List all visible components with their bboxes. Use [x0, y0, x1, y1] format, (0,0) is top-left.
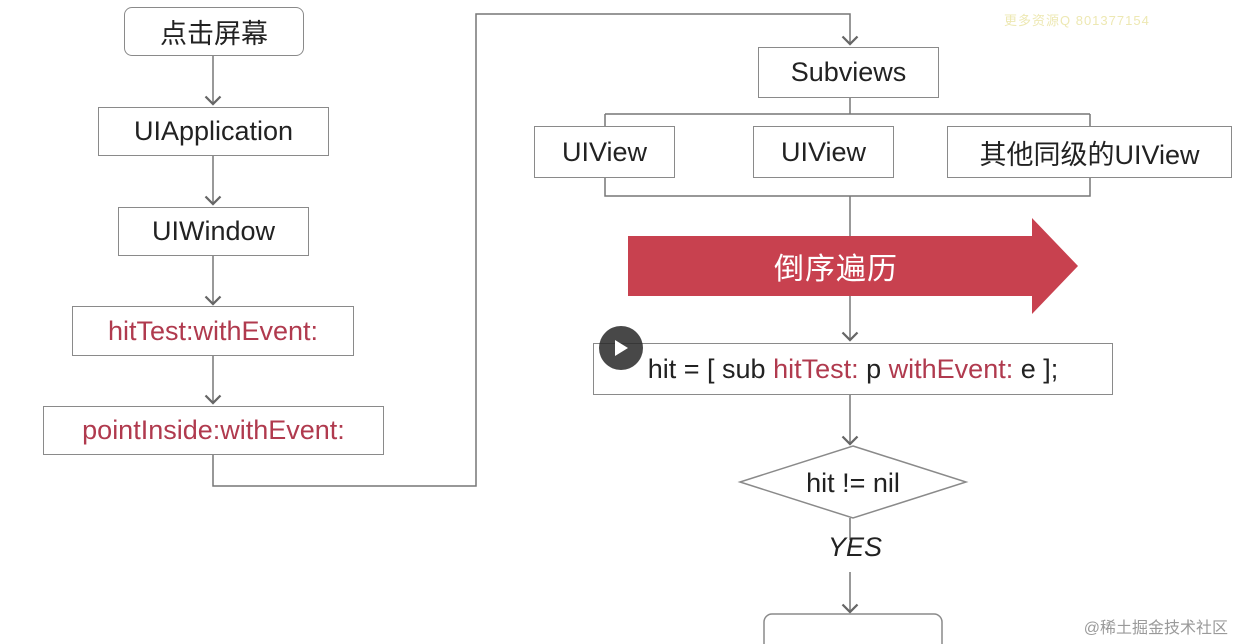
play-button[interactable]	[599, 326, 643, 370]
reverse-traverse-label: 倒序遍历	[774, 253, 898, 286]
code-part-3: e ];	[1013, 353, 1059, 384]
uiwindow-label: UIWindow	[151, 216, 276, 246]
code-part-1: hit = [ sub	[647, 353, 774, 384]
hittest-code-node: hit = [ sub hitTest: p withEvent: e ];	[593, 343, 1113, 395]
uiview-other-label: 其他同级的UIView	[979, 139, 1200, 170]
hittest-node: hitTest:withEvent:	[72, 306, 354, 356]
uiview-1-label: UIView	[561, 136, 648, 167]
subviews-label: Subviews	[790, 57, 907, 87]
uiapplication-label: UIApplication	[133, 116, 294, 146]
end-box-partial	[763, 613, 943, 644]
play-icon	[615, 340, 628, 356]
hit-condition-label: hit != nil	[806, 467, 900, 498]
arrow-to-subviews	[212, 13, 859, 487]
uiwindow-node: UIWindow	[118, 207, 309, 256]
tap-screen-label: 点击屏幕	[160, 19, 268, 49]
hittest-label: hitTest:withEvent:	[107, 315, 319, 346]
pointinside-node: pointInside:withEvent:	[43, 406, 384, 455]
code-part-2: p	[858, 353, 889, 384]
uiapplication-node: UIApplication	[98, 107, 329, 156]
subviews-node: Subviews	[758, 47, 939, 98]
pointinside-label: pointInside:withEvent:	[82, 415, 345, 445]
yes-label: YES	[827, 532, 883, 562]
tap-screen-node: 点击屏幕	[124, 7, 304, 56]
uiview-node-2: UIView	[753, 126, 894, 178]
decision-diamond	[737, 445, 969, 519]
uiview-other-node: 其他同级的UIView	[947, 126, 1232, 178]
uiview-2-label: UIView	[780, 136, 867, 167]
uiview-node-1: UIView	[534, 126, 675, 178]
reverse-traverse-arrow	[628, 218, 1078, 314]
code-keyword-hittest: hitTest:	[773, 353, 859, 384]
watermark-bottom: @稀土掘金技术社区	[1083, 620, 1228, 637]
code-keyword-withevent: withEvent:	[888, 353, 1014, 384]
watermark-top: 更多资源Q 801377154	[1004, 13, 1150, 28]
